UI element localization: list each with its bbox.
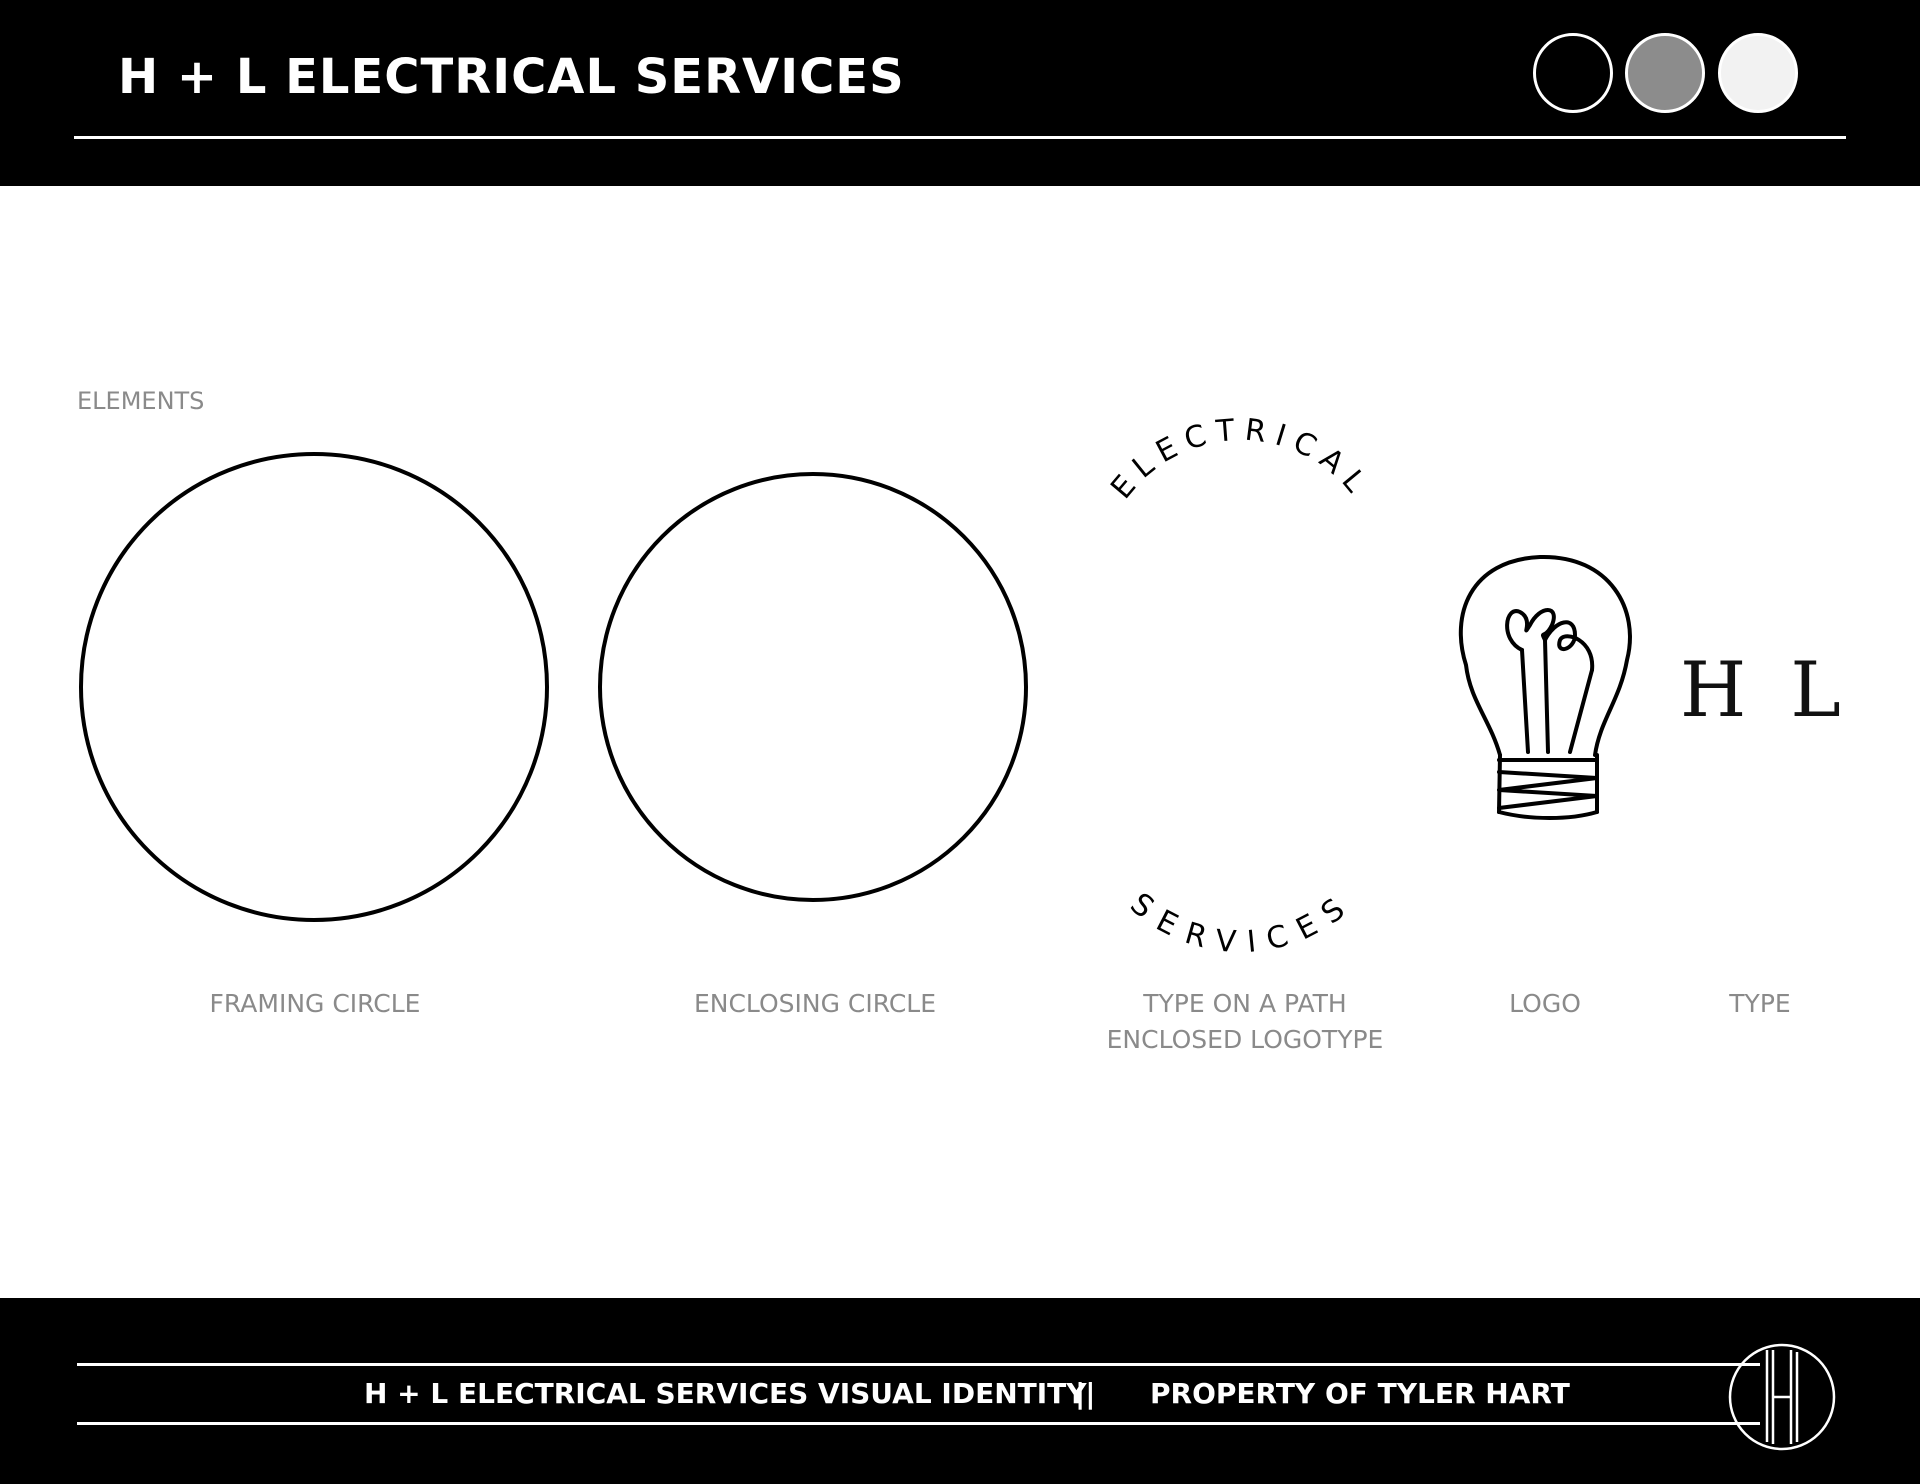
monogram-h-icon: [1728, 1343, 1836, 1451]
color-swatch-gray: [1625, 33, 1705, 113]
caption-type-on-path-line2: ENCLOSED LOGOTYPE: [1106, 1025, 1384, 1054]
caption-logo: LOGO: [1509, 989, 1581, 1018]
footer-identity-text: H + L ELECTRICAL SERVICES VISUAL IDENTIT…: [364, 1377, 1087, 1410]
caption-type-on-path-line1: TYPE ON A PATH: [1143, 989, 1347, 1018]
framing-circle: [79, 452, 549, 922]
color-swatch-black: [1533, 33, 1613, 113]
caption-type-on-path: TYPE ON A PATH ENCLOSED LOGOTYPE: [1085, 986, 1405, 1058]
caption-enclosing-circle: ENCLOSING CIRCLE: [693, 989, 937, 1018]
color-swatch-light: [1718, 33, 1798, 113]
lightbulb-icon: [1458, 554, 1632, 820]
header-bar: H + L ELECTRICAL SERVICES: [0, 0, 1920, 186]
caption-type: TYPE: [1729, 989, 1791, 1018]
enclosing-circle: [598, 472, 1028, 902]
page-title: H + L ELECTRICAL SERVICES: [118, 49, 905, 105]
type-sample: H L: [1680, 645, 1851, 734]
footer-bar: H + L ELECTRICAL SERVICES VISUAL IDENTIT…: [0, 1298, 1920, 1484]
path-text-bottom: SERVICES: [1124, 886, 1358, 960]
path-text-top: ELECTRICAL: [1104, 413, 1378, 506]
caption-framing-circle: FRAMING CIRCLE: [209, 989, 421, 1018]
footer-separator: ||: [1075, 1377, 1096, 1410]
footer-property-text: PROPERTY OF TYLER HART: [1150, 1377, 1570, 1410]
header-divider: [74, 136, 1846, 139]
footer-divider-top: [77, 1363, 1760, 1366]
section-label: ELEMENTS: [77, 387, 205, 415]
footer-divider-bottom: [77, 1422, 1760, 1425]
